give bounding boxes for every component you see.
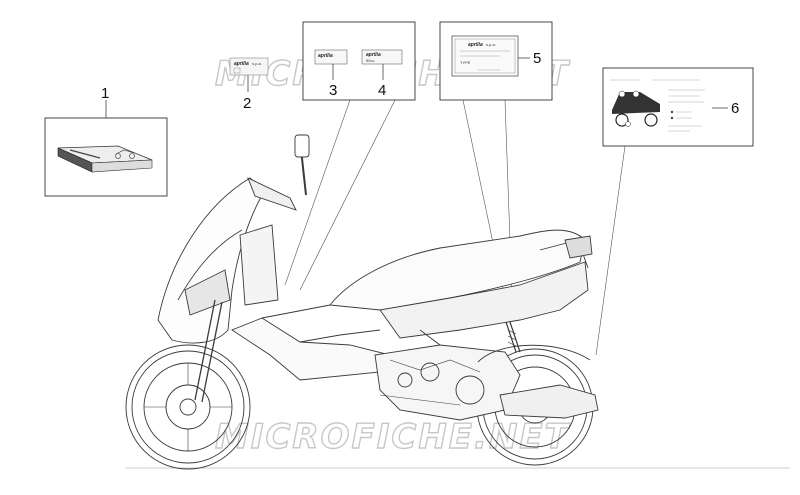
leader-3-to-frame <box>284 99 351 286</box>
seat <box>329 229 586 311</box>
part-2-brand-suffix: s.p.a. <box>252 61 262 66</box>
engine <box>374 344 521 421</box>
part-5-id-plate[interactable]: aprilia s.p.a. TYPE 5 <box>451 35 541 77</box>
leader-6-to-frame <box>595 145 626 356</box>
part-5-type: TYPE <box>460 60 471 65</box>
rear-body <box>379 261 589 339</box>
part-3-sticker[interactable]: aprilia 3 <box>314 49 348 99</box>
handlebar <box>247 177 297 211</box>
part-4-brand: aprilia <box>366 52 381 58</box>
scooter-mini-icon <box>612 90 660 127</box>
front-fork <box>194 299 223 403</box>
callout-3: 3 <box>329 82 337 99</box>
part-2-mark <box>233 67 241 74</box>
part-5-brand: aprilia <box>468 42 483 48</box>
manual-book-icon <box>57 145 153 173</box>
leader-4-to-frame <box>299 99 396 291</box>
exhaust <box>499 384 599 419</box>
watermark-bottom: MICROFICHE.NET <box>215 417 571 457</box>
part-3-label <box>314 49 348 65</box>
part-4-label <box>361 49 403 65</box>
rear-shock <box>505 321 521 353</box>
front-wheel <box>125 344 251 470</box>
part-4-sticker[interactable]: aprilia 50cc 4 <box>361 49 403 99</box>
part-3-brand: aprilia <box>318 53 333 59</box>
callout-5: 5 <box>533 50 541 67</box>
part-5-plate-inner <box>454 38 516 74</box>
part-2-label <box>229 57 269 76</box>
part-5-brand-suffix: s.p.a. <box>486 42 496 47</box>
scooter-illustration <box>125 134 599 470</box>
callout-6: 6 <box>731 100 739 117</box>
front-fairing <box>157 177 266 344</box>
callout-2: 2 <box>243 95 251 112</box>
part-4-text: 50cc <box>366 58 374 63</box>
floorboard <box>231 317 391 381</box>
part-2-sticker[interactable]: aprilia s.p.a. 2 <box>229 57 269 112</box>
callout-1: 1 <box>101 85 109 102</box>
part-2-brand: aprilia <box>234 61 249 67</box>
part-6-info-sticker[interactable]: 6 <box>610 79 739 132</box>
callout-4: 4 <box>378 82 386 99</box>
part-1-manual[interactable]: 1 <box>44 85 168 197</box>
